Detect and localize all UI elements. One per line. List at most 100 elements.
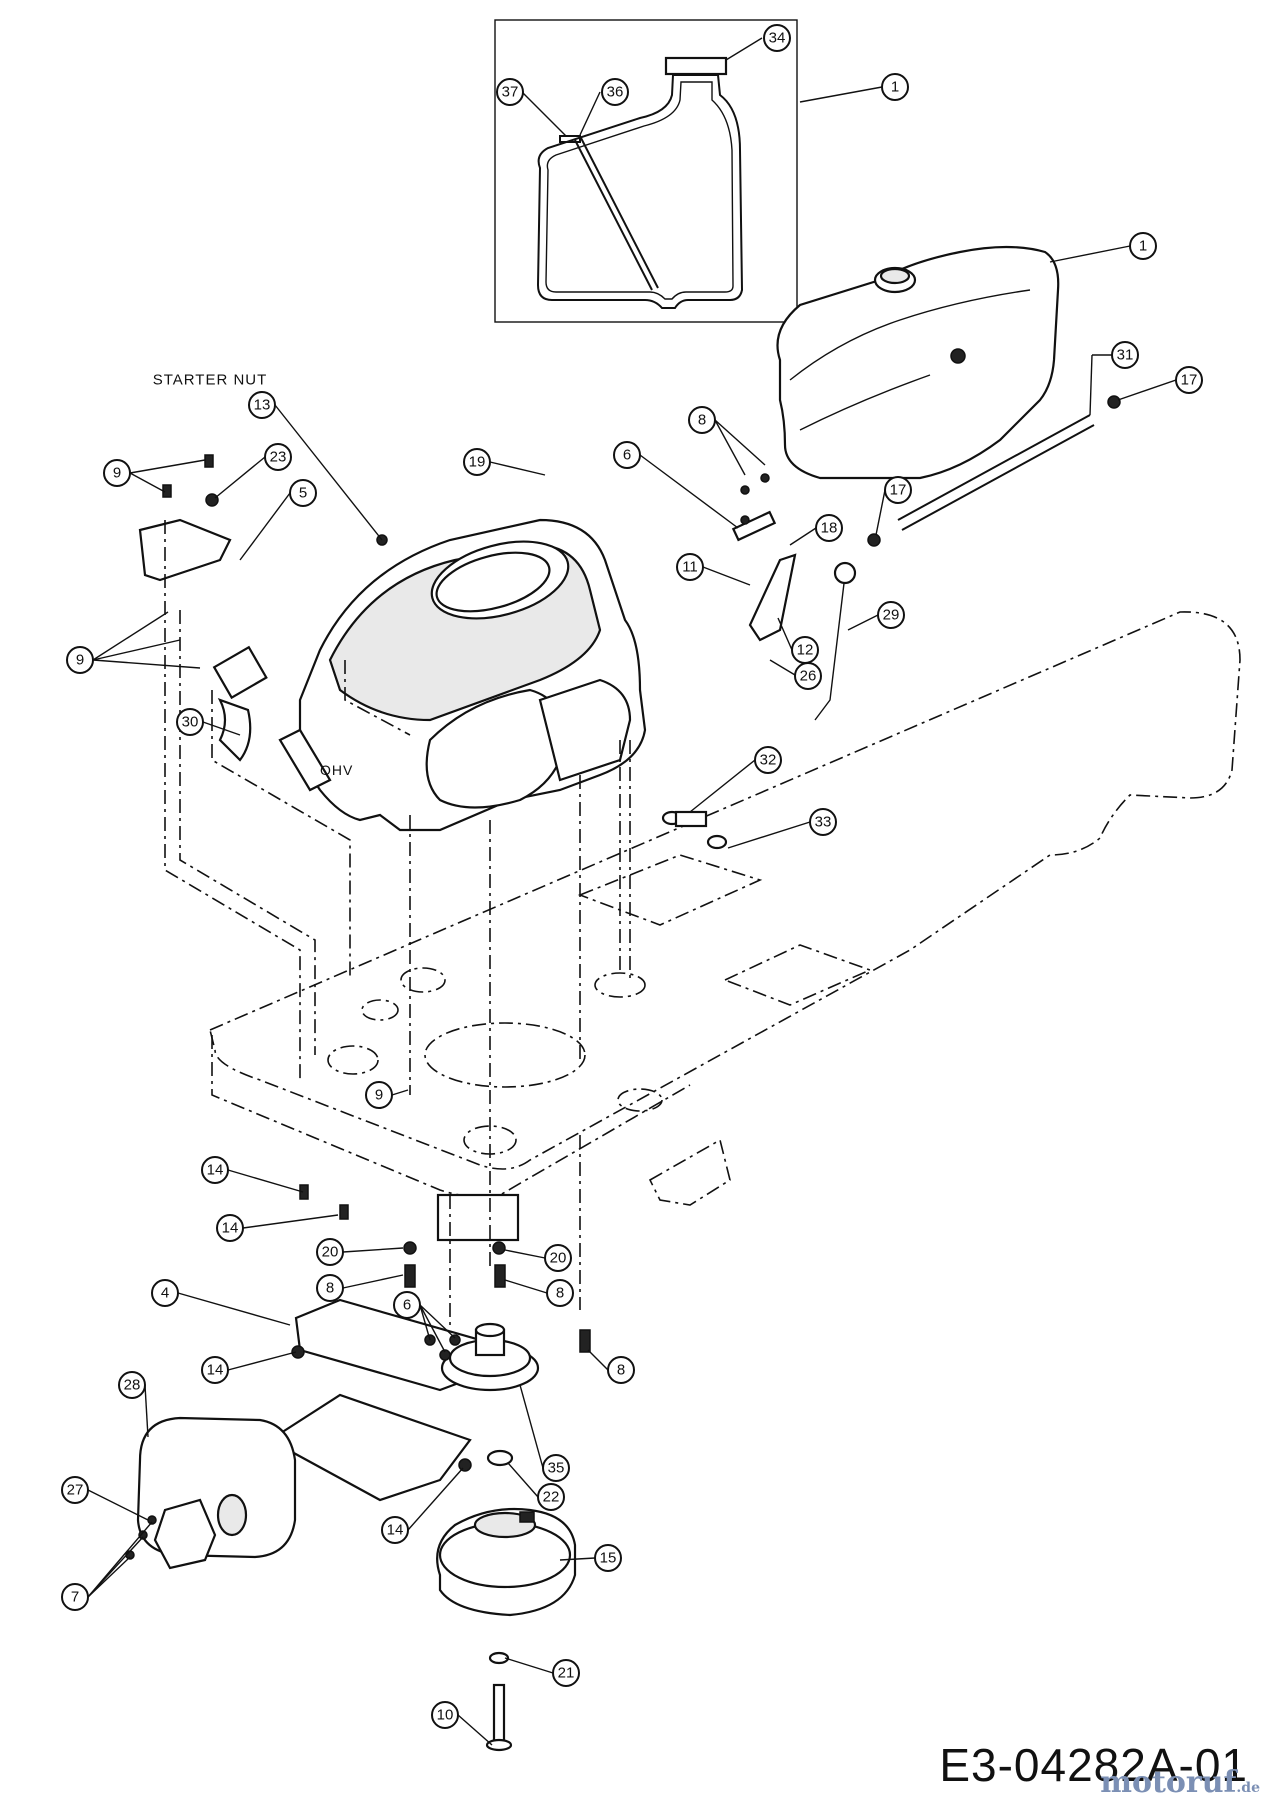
callout-14-b — [216, 1214, 244, 1242]
svg-text:9: 9 — [76, 652, 84, 669]
callout-2 — [151, 1279, 179, 1307]
svg-text:21: 21 — [558, 1665, 575, 1682]
callout-balloons: 34 37 36 1 1 31 17 17 STARTER NUT 13 19 … — [61, 24, 1203, 1746]
svg-text:8: 8 — [556, 1285, 564, 1302]
callout-32 — [754, 746, 782, 774]
svg-text:20: 20 — [322, 1244, 339, 1261]
svg-text:14: 14 — [207, 1362, 224, 1379]
clutch-bolt — [485, 1651, 513, 1752]
callout-3 — [289, 479, 317, 507]
svg-text:17: 17 — [890, 482, 907, 499]
callout-6 — [393, 1291, 421, 1319]
callout-14-a — [201, 1156, 229, 1184]
callout-9-top — [103, 459, 131, 487]
drawing-code: E3-04282A-01 — [939, 1739, 1248, 1791]
svg-text:29: 29 — [883, 607, 900, 624]
callout-19 — [463, 448, 491, 476]
svg-text:28: 28 — [124, 1377, 141, 1394]
svg-text:11: 11 — [682, 559, 698, 576]
svg-text:23: 23 — [270, 449, 287, 466]
callout-9-mid — [66, 646, 94, 674]
throttle-control — [731, 510, 797, 642]
pulley — [440, 1322, 540, 1392]
svg-text:17: 17 — [1181, 372, 1198, 389]
callout-36 — [601, 78, 629, 106]
callout-17-top — [1175, 366, 1203, 394]
callout-8-lower — [607, 1356, 635, 1384]
svg-text:27: 27 — [67, 1482, 84, 1499]
svg-text:12: 12 — [797, 642, 814, 659]
svg-text:18: 18 — [821, 520, 838, 537]
pto-clutch — [436, 1507, 577, 1617]
callout-13 — [248, 391, 276, 419]
svg-text:14: 14 — [222, 1220, 239, 1237]
callout-15 — [594, 1544, 622, 1572]
svg-text:19: 19 — [469, 454, 486, 471]
callout-22 — [537, 1483, 565, 1511]
svg-text:36: 36 — [607, 84, 624, 101]
callout-8-right — [546, 1279, 574, 1307]
muffler-bracket — [267, 1298, 482, 1502]
svg-text:31: 31 — [1117, 347, 1134, 364]
callout-11 — [676, 553, 704, 581]
fuel-filter — [661, 810, 728, 850]
svg-text:4: 4 — [161, 1285, 169, 1302]
callout-37 — [496, 78, 524, 106]
callout-28 — [61, 1476, 89, 1504]
callout-29 — [118, 1371, 146, 1399]
callout-1 — [1129, 232, 1157, 260]
callout-30 — [176, 708, 204, 736]
svg-text:15: 15 — [600, 1550, 617, 1567]
fuel-line — [867, 395, 1121, 547]
dipstick-tube — [814, 574, 846, 721]
callout-17-lower — [884, 476, 912, 504]
fuel-tank — [776, 245, 1060, 480]
callout-34 — [542, 1454, 570, 1482]
svg-text:14: 14 — [207, 1162, 224, 1179]
callout-9-lower — [365, 1081, 393, 1109]
svg-text:37: 37 — [502, 84, 519, 101]
callout-33 — [809, 808, 837, 836]
callout-21 — [552, 1659, 580, 1687]
svg-text:6: 6 — [403, 1297, 411, 1314]
svg-text:10: 10 — [437, 1707, 454, 1724]
svg-text:13: 13 — [254, 397, 271, 414]
callout-1-inset — [881, 73, 909, 101]
svg-text:33: 33 — [815, 814, 832, 831]
inset-tank-detail — [494, 19, 798, 323]
callout-8-left — [316, 1274, 344, 1302]
svg-text:6: 6 — [623, 447, 631, 464]
svg-text:1: 1 — [1139, 238, 1147, 255]
washer-22 — [486, 1449, 514, 1467]
muffler — [136, 1416, 297, 1570]
svg-text:8: 8 — [326, 1280, 334, 1297]
svg-text:9: 9 — [375, 1087, 383, 1104]
svg-text:32: 32 — [760, 752, 777, 769]
callout-5 — [61, 1583, 89, 1611]
callout-18 — [815, 514, 843, 542]
svg-text:22: 22 — [543, 1489, 560, 1506]
bolts — [125, 454, 770, 1560]
callout-27 — [877, 601, 905, 629]
callout-20-left — [316, 1238, 344, 1266]
svg-text:30: 30 — [182, 714, 199, 731]
callout-14-d — [381, 1516, 409, 1544]
engine: OHV — [212, 518, 647, 832]
svg-text:34: 34 — [769, 30, 786, 47]
watermark-logo: motoruf.de — [1100, 1765, 1260, 1800]
callout-23 — [264, 443, 292, 471]
mount-plate — [436, 1193, 520, 1242]
svg-text:8: 8 — [617, 1362, 625, 1379]
svg-text:7: 7 — [71, 1589, 79, 1606]
starter-nut-label: STARTER NUT — [153, 372, 268, 389]
svg-text:8: 8 — [698, 412, 706, 429]
svg-text:14: 14 — [387, 1522, 404, 1539]
callout-20-right — [544, 1244, 572, 1272]
svg-text:35: 35 — [548, 1460, 565, 1477]
svg-text:1: 1 — [891, 79, 899, 96]
svg-text:9: 9 — [113, 465, 121, 482]
callout-14-c — [201, 1356, 229, 1384]
callout-31 — [1111, 341, 1139, 369]
svg-text:26: 26 — [800, 668, 817, 685]
